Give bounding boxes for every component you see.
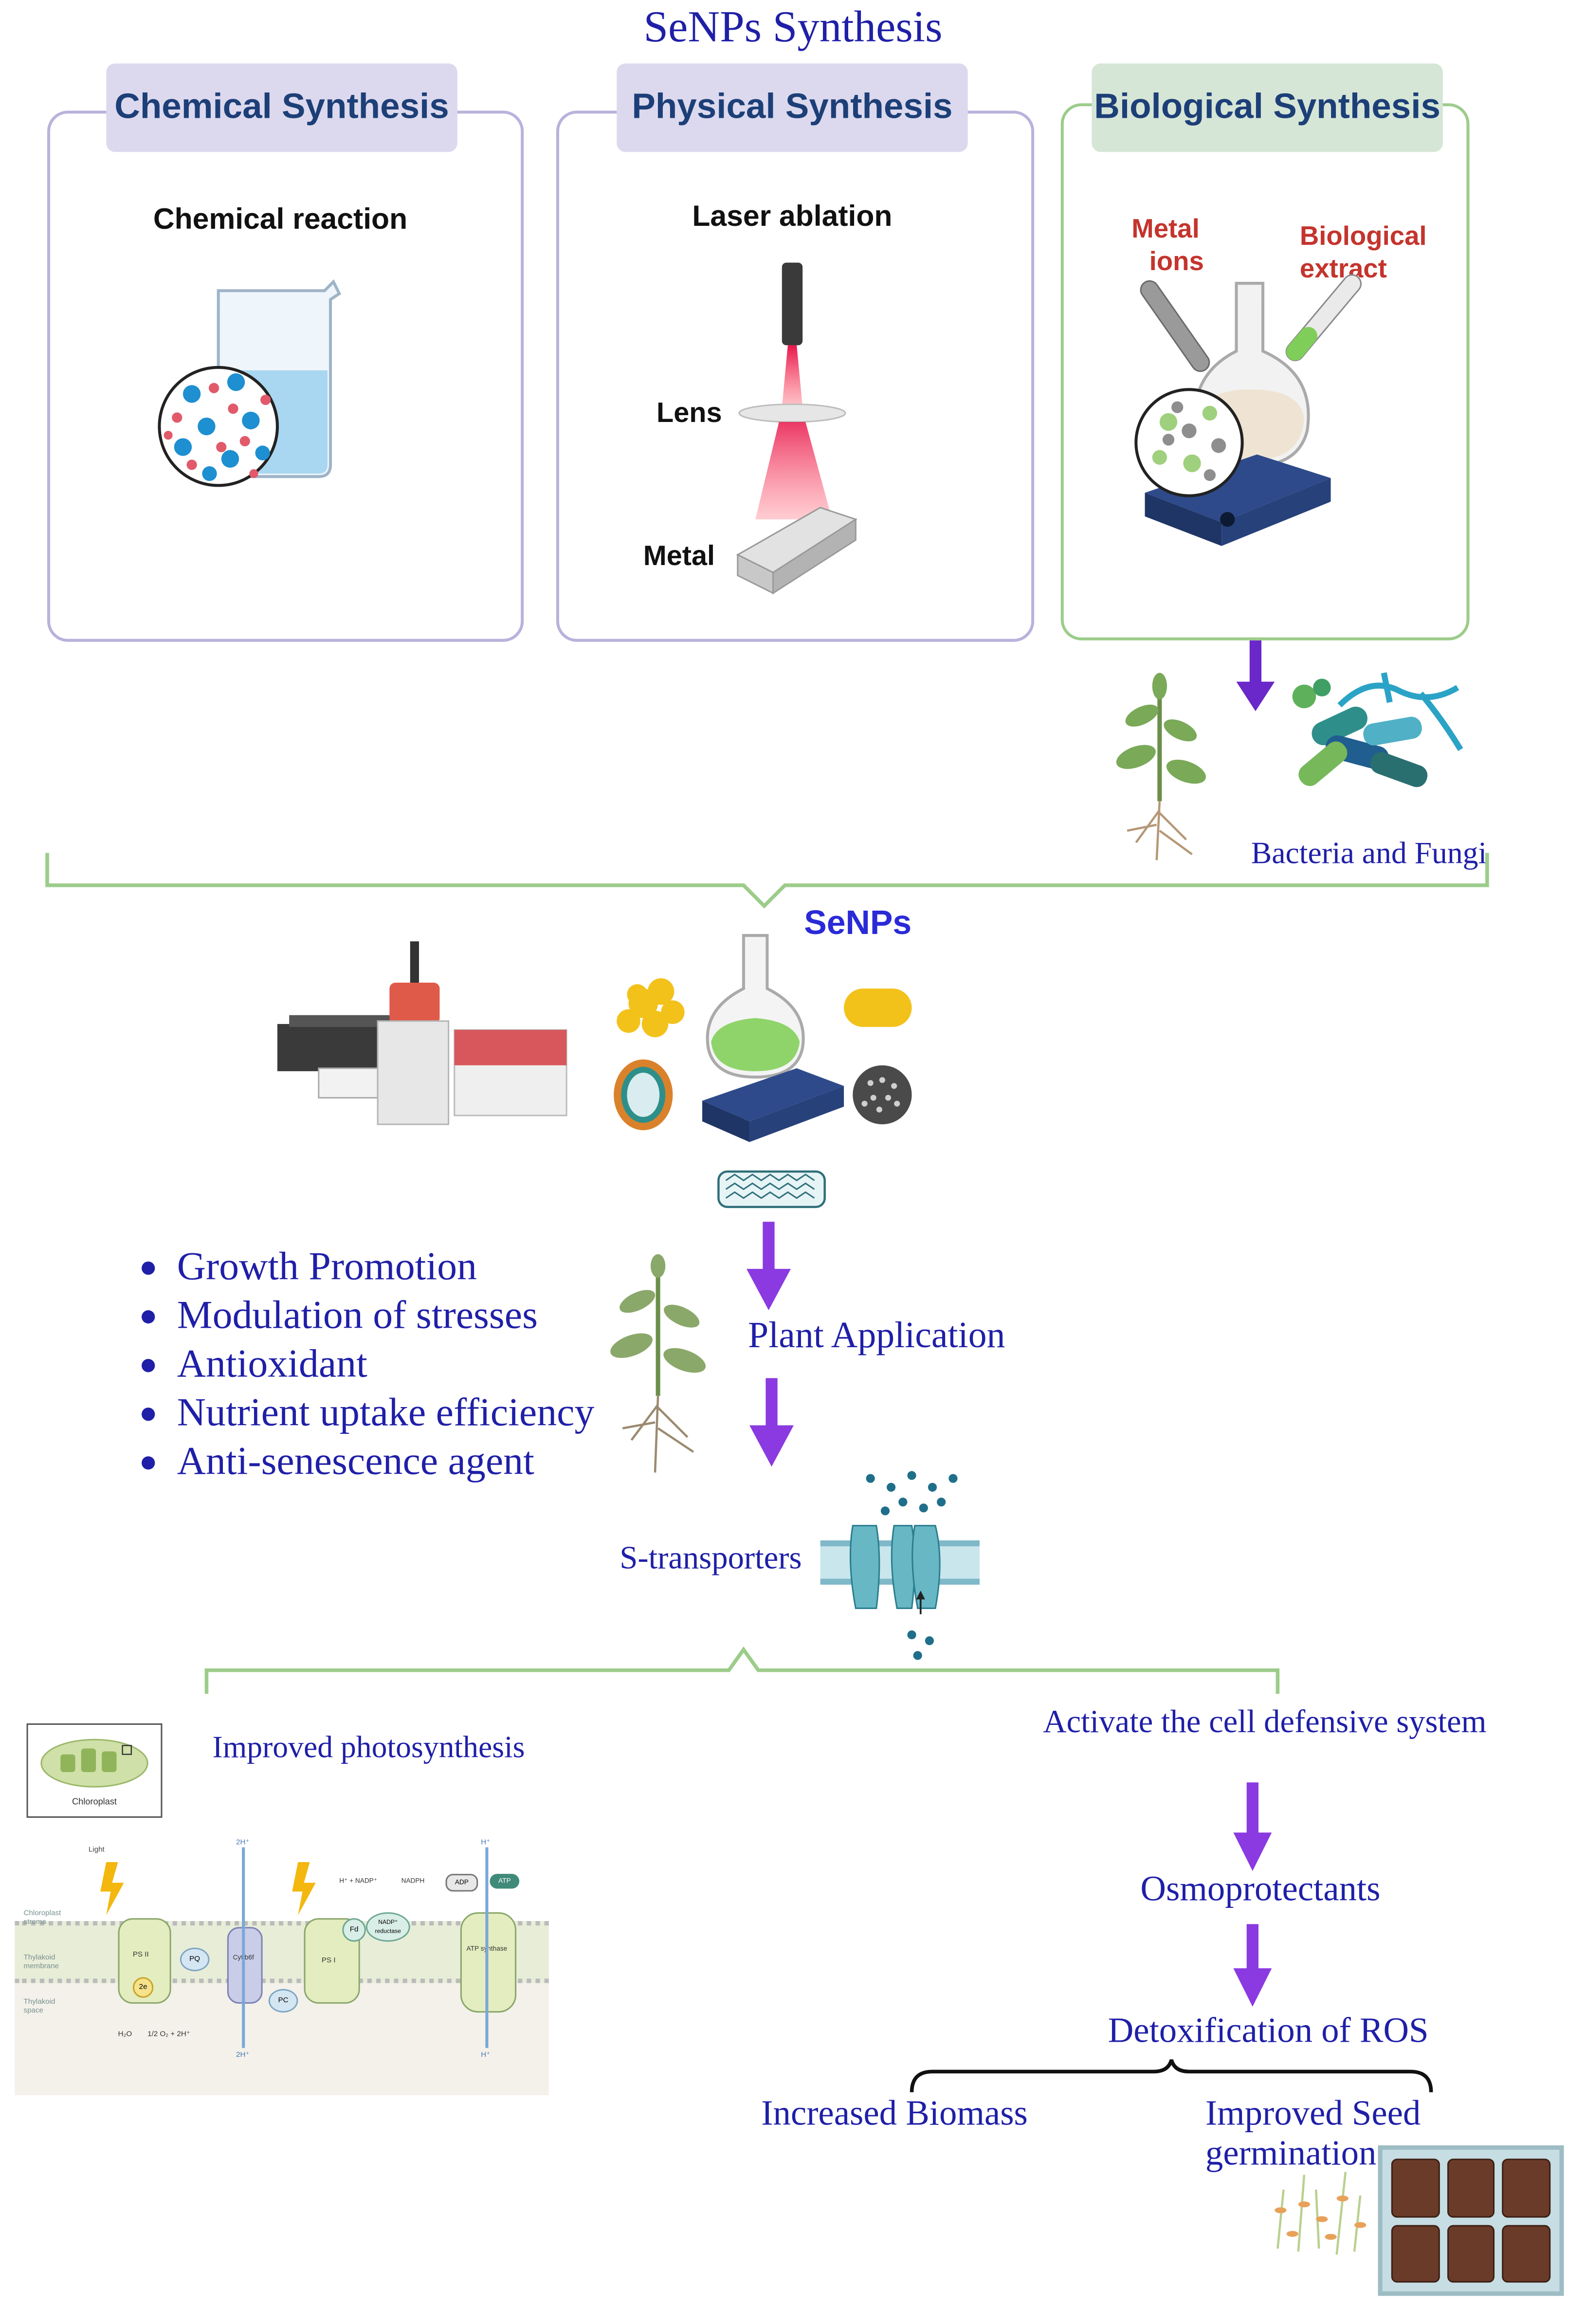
benefit-item: Anti-senescence agent [139, 1437, 611, 1486]
pc-label: PC [268, 1989, 298, 2013]
increased-biomass-label: Increased Biomass [761, 2095, 1028, 2134]
s-transporters-label: S-transporters [620, 1538, 802, 1576]
page-title: SeNPs Synthesis [643, 3, 943, 52]
metal-ions-label-2: ions [1149, 246, 1204, 276]
oxygen-label: 1/2 O₂ + 2H⁺ [147, 2030, 190, 2039]
fd-label: Fd [342, 1918, 366, 1942]
water-label: H₂O [118, 2030, 132, 2039]
laser-ablation-icon [736, 262, 857, 595]
biological-synthesis-header: Biological Synthesis [1092, 63, 1443, 152]
cyt-complex [227, 1927, 263, 2004]
down-arrow-icon [749, 1378, 794, 1467]
plant-icon [610, 1254, 706, 1473]
ps1-label: PS I [321, 1956, 336, 1966]
senps-label: SeNPs [804, 903, 912, 942]
two-h-top-label: 2H⁺ [236, 1838, 250, 1848]
lens-label: Lens [656, 398, 722, 430]
down-arrow-icon [746, 1222, 791, 1311]
chloroplast-icon [40, 1738, 148, 1788]
plant-application-label: Plant Application [748, 1316, 1005, 1356]
improved-photosynthesis-label: Improved photosynthesis [212, 1729, 525, 1765]
convergence-bracket [45, 853, 1489, 909]
physical-synthesis-header: Physical Synthesis [617, 63, 968, 152]
split-bracket [204, 1646, 1280, 1694]
down-arrow-icon [1233, 1782, 1272, 1871]
detoxification-label: Detoxification of ROS [1108, 2013, 1429, 2051]
nadp-label: H⁺ + NADP⁺ [339, 1877, 378, 1885]
chloroplast-label: Chloroplast [72, 1798, 117, 1808]
osmoprotectants-label: Osmoprotectants [1140, 1871, 1381, 1909]
h-bottom-label: H⁺ [481, 2050, 491, 2060]
nanotube-icon [717, 1170, 826, 1208]
activate-defense-label: Activate the cell defensive system [1043, 1702, 1487, 1740]
bacteria-fungi-icon [1292, 672, 1463, 787]
bacteria-fungi-label: Bacteria and Fungi [1251, 835, 1487, 871]
h-top-label: H⁺ [481, 1838, 491, 1848]
proton-arrow [242, 1847, 245, 2048]
benefit-item: Growth Promotion [139, 1243, 611, 1291]
down-arrow-icon [1236, 640, 1275, 712]
nadp-reductase-label: NADP⁺ reductase [365, 1912, 410, 1942]
atp-synthase [460, 1912, 517, 2013]
biological-synthesis-icon [1134, 274, 1362, 546]
benefits-list: Growth Promotion Modulation of stresses … [139, 1243, 611, 1486]
plant-icon [1116, 673, 1206, 860]
seedlings-icon [1275, 2172, 1367, 2255]
light-label: Light [88, 1846, 105, 1855]
seed-tray-icon [1378, 2145, 1564, 2296]
ps2-label: PS II [132, 1950, 149, 1959]
lightning-icon [292, 1862, 316, 1916]
membrane-label: Thylakoid membrane [23, 1953, 59, 1972]
benefit-item: Modulation of stresses [139, 1291, 611, 1340]
nanoparticle-shapes-icon [614, 934, 912, 1142]
down-arrow-icon [1233, 1924, 1272, 2007]
benefit-item: Antioxidant [139, 1340, 611, 1389]
adp-label: ADP [445, 1874, 478, 1892]
thylakoid-space-label: Thylakoid space [23, 1997, 55, 2016]
nadph-label: NADPH [401, 1877, 425, 1885]
photosynthesis-diagram: Light Chloroplast stroma Thylakoid membr… [15, 1835, 549, 2095]
lightning-icon [100, 1862, 124, 1916]
two-e-label: 2e [132, 1977, 154, 1998]
microscope-icon [277, 941, 567, 1125]
stroma-label: Chloroplast stroma [23, 1909, 61, 1927]
biological-extract-label-2: extract [1299, 254, 1387, 284]
metal-ions-label-1: Metal [1131, 214, 1200, 244]
atp-label: ATP [490, 1874, 520, 1889]
seed-germination-label: Improved Seed germination [1205, 2095, 1421, 2174]
chemical-reaction-caption: Chemical reaction [153, 203, 408, 237]
two-h-bottom-label: 2H⁺ [236, 2050, 250, 2060]
chloroplast-thumbnail: Chloroplast [26, 1723, 163, 1818]
proton-arrow [485, 1847, 489, 2048]
laser-ablation-caption: Laser ablation [692, 201, 893, 233]
pq-label: PQ [180, 1947, 210, 1972]
biological-extract-label-1: Biological [1299, 221, 1427, 251]
brace-bracket [910, 2059, 1433, 2092]
chemical-synthesis-header: Chemical Synthesis [106, 63, 457, 152]
metal-label: Metal [643, 541, 715, 573]
beaker-icon [158, 279, 342, 487]
transporter-membrane-icon [820, 1471, 980, 1660]
benefit-item: Nutrient uptake efficiency [139, 1389, 611, 1437]
